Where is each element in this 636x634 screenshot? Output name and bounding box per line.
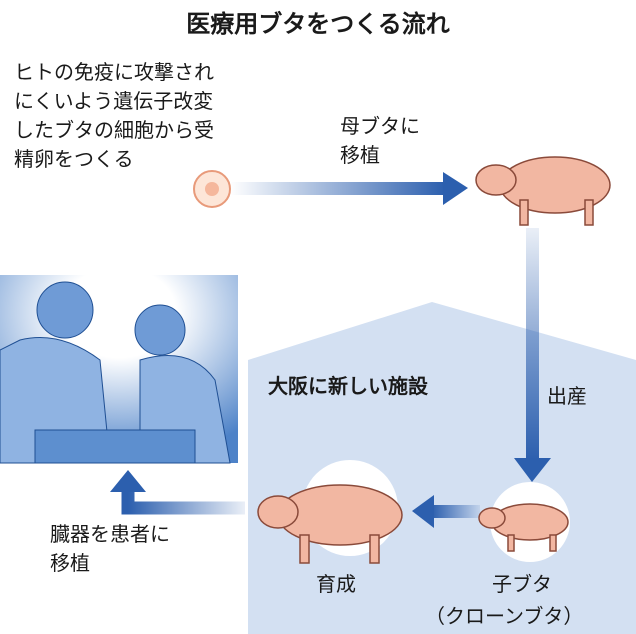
piglet-icon bbox=[478, 503, 569, 552]
birth-label: 出産 bbox=[547, 384, 587, 408]
growing-pig-icon bbox=[257, 484, 403, 564]
page-title: 医療用ブタをつくる流れ bbox=[186, 10, 450, 38]
text-line: したブタの細胞から受 bbox=[14, 118, 214, 142]
text-line: 母ブタに bbox=[340, 114, 420, 138]
text-line: 臓器を患者に bbox=[50, 522, 170, 546]
text-line: 精卵をつくる bbox=[14, 147, 134, 171]
arrow-raising bbox=[432, 505, 480, 518]
piglet-label: 子ブタ bbox=[492, 572, 552, 596]
arrow-transplant bbox=[121, 490, 245, 515]
raising-label: 育成 bbox=[316, 572, 356, 596]
transplant-text: 臓器を患者に 移植 bbox=[50, 520, 170, 578]
clone-label: （クローンブタ） bbox=[425, 604, 584, 628]
text-line: にくいよう遺伝子改変 bbox=[14, 89, 214, 113]
facility-house bbox=[248, 302, 636, 634]
step2-text: 母ブタに 移植 bbox=[340, 112, 420, 170]
facility-label: 大阪に新しい施設 bbox=[268, 374, 428, 398]
arrow-birth bbox=[526, 228, 539, 460]
arrow-to-mother bbox=[230, 182, 445, 195]
text-line: ヒトの免疫に攻撃され bbox=[14, 60, 214, 84]
text-line: 移植 bbox=[340, 143, 380, 167]
surgery-illustration bbox=[0, 275, 238, 464]
mother-pig-icon bbox=[475, 156, 611, 226]
text-line: 移植 bbox=[50, 551, 90, 575]
step1-text: ヒトの免疫に攻撃され にくいよう遺伝子改変 したブタの細胞から受 精卵をつくる bbox=[14, 58, 214, 174]
